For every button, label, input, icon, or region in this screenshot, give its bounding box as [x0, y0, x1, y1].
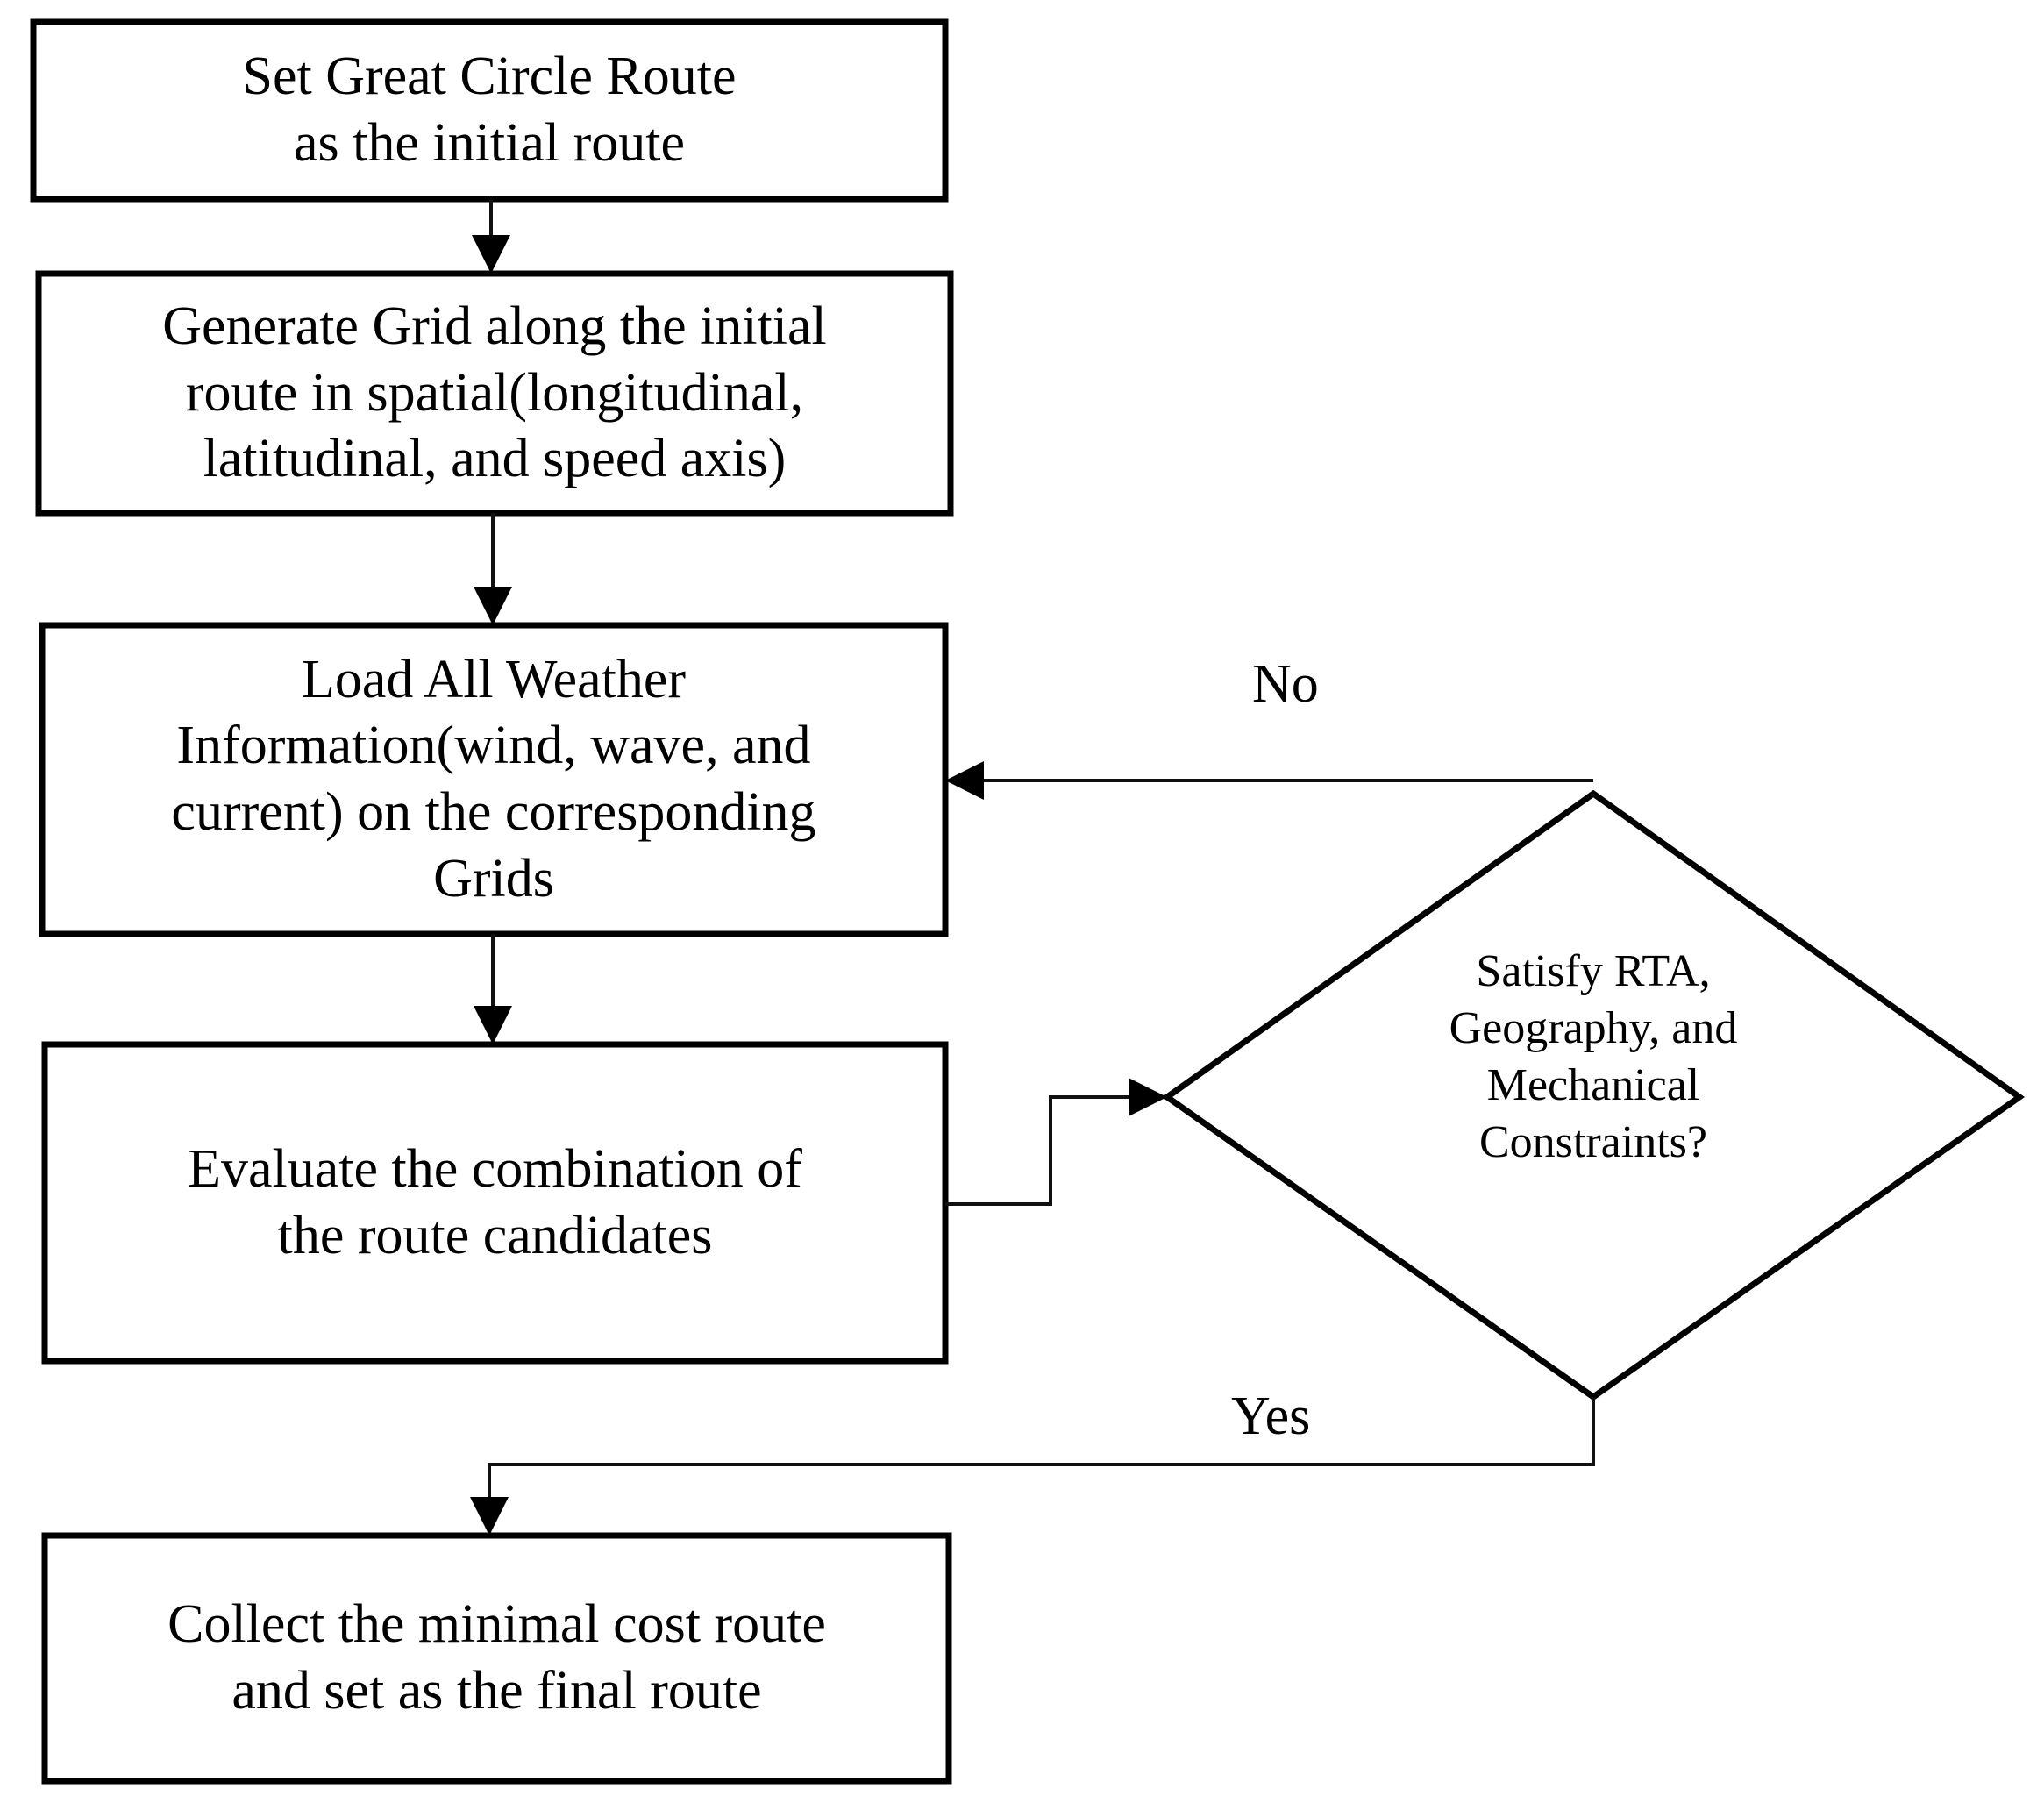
node-label-collect-minimal-cost-route: Collect the minimal cost route and set a… — [167, 1594, 826, 1721]
node-set-great-circle-route[interactable] — [30, 18, 949, 203]
edge-label-yes: Yes — [1231, 1386, 1311, 1446]
edge-decision-no-to-load-weather — [945, 761, 1593, 800]
node-label-set-great-circle-route: Set Great Circle Route as the initial ro… — [242, 46, 737, 173]
node-label-generate-grid: Generate Grid along the initial route in… — [162, 296, 827, 489]
node-load-weather-information[interactable] — [39, 622, 949, 937]
node-label-load-weather-information: Load All Weather Information(wind, wave,… — [171, 649, 816, 909]
node-generate-grid[interactable] — [35, 270, 954, 517]
edge-load-weather-to-evaluate — [474, 934, 512, 1044]
node-evaluate-route-candidates[interactable] — [41, 1041, 949, 1365]
node-label-constraints-decision: Satisfy RTA, Geography, and Mechanical C… — [1449, 946, 1738, 1167]
edge-label-no: No — [1252, 654, 1319, 714]
edge-generate-grid-to-load-weather — [474, 513, 512, 625]
node-label-evaluate-route-candidates: Evaluate the combination of the route ca… — [188, 1138, 802, 1265]
node-collect-minimal-cost-route[interactable] — [41, 1532, 952, 1785]
edge-set-route-to-generate-grid — [472, 199, 510, 274]
edge-evaluate-to-decision — [945, 1078, 1167, 1206]
edge-decision-yes-to-collect-route — [470, 1397, 1595, 1536]
